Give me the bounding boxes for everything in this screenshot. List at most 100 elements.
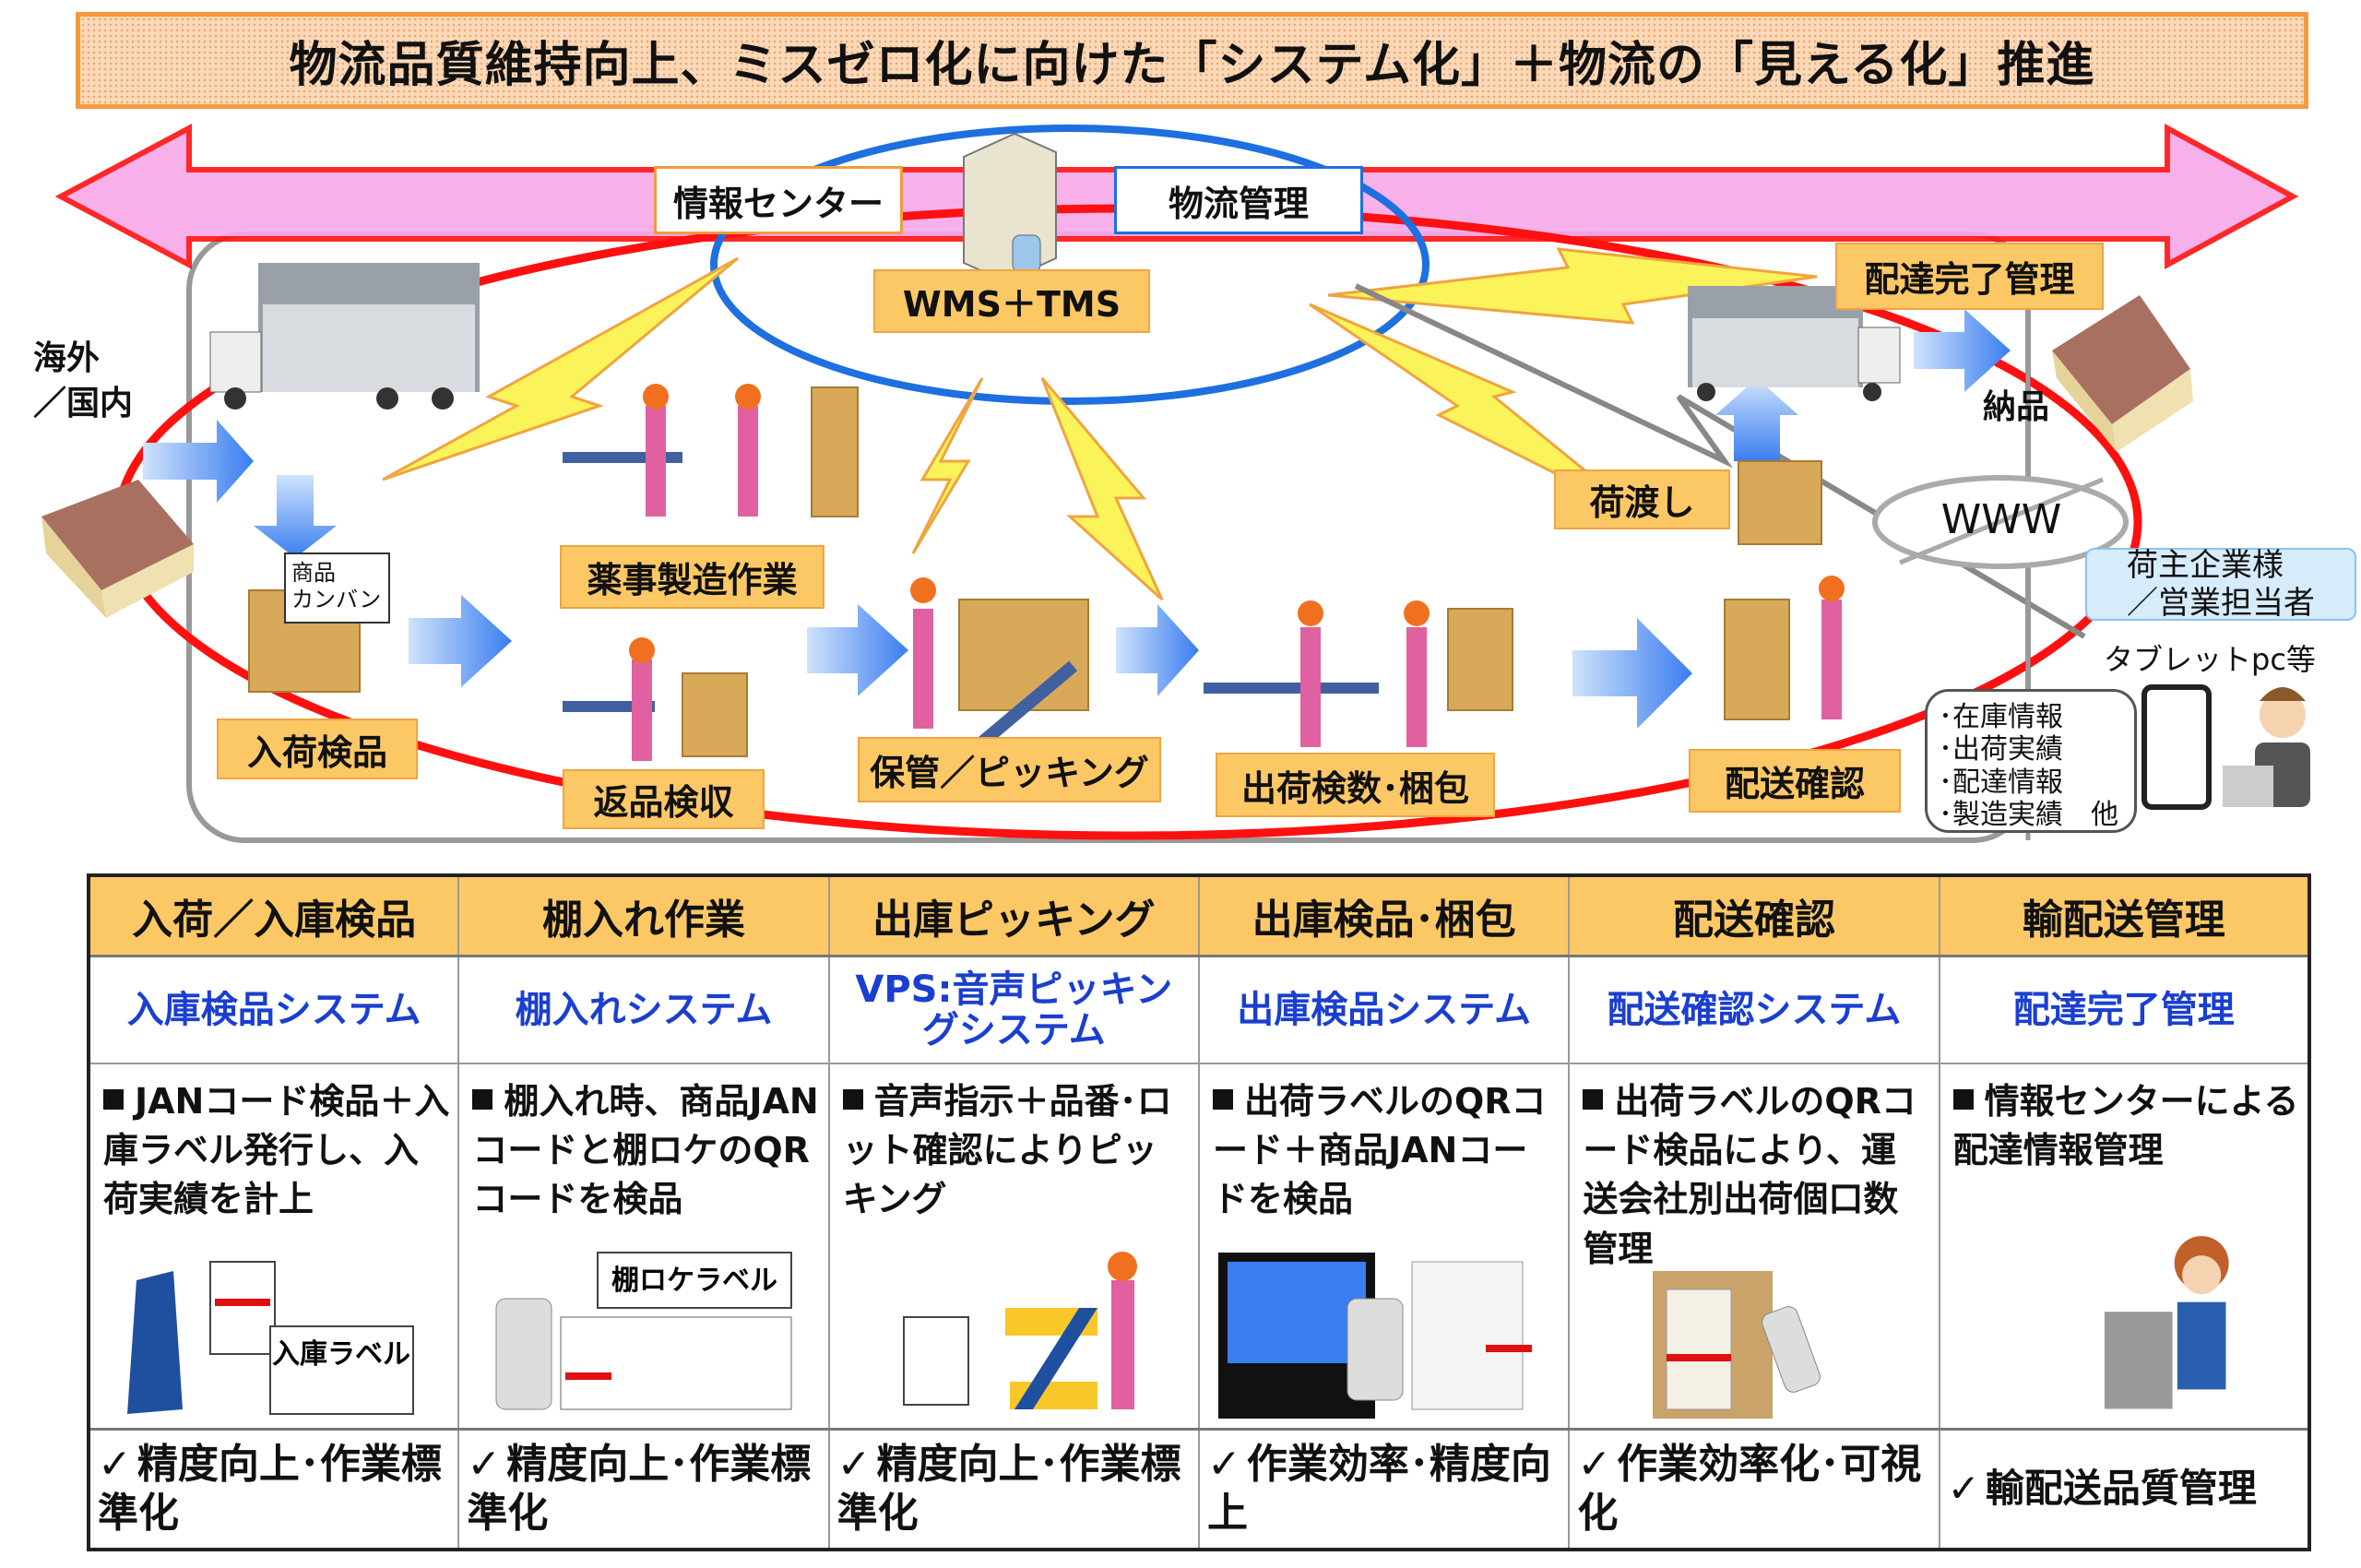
warehouse-building-icon [42, 480, 194, 618]
description-row: JANコード検品＋入庫ラベル発行し、入荷実績を計上 入庫ラベル 棚入れ時、商品J… [87, 1063, 2311, 1431]
handheld-scanner-icon: 入庫ラベル [127, 1261, 414, 1415]
bullet-square-icon [842, 1089, 863, 1110]
person-at-laptop-icon [2223, 687, 2310, 807]
result-text: 輸配送品質管理 [1985, 1466, 2257, 1512]
lightning-icon [911, 377, 984, 554]
arrow-up-icon [1715, 378, 1798, 461]
result-cell: ✓精度向上･作業標準化 [457, 1428, 830, 1550]
delivered-label: 納品 [1983, 388, 2050, 426]
system-name: 出庫検品システム [1197, 955, 1571, 1064]
step-pharma-manufacturing: 薬事製造作業 [560, 545, 825, 609]
column-header: 棚入れ作業 [457, 874, 830, 957]
bullet-square-icon [103, 1089, 124, 1110]
pc-scanner-icon [1217, 1253, 1532, 1419]
arrow-right-icon [807, 604, 908, 696]
step-inbound-inspection: 入荷検品 [217, 719, 418, 779]
shelf-label-text: 棚ロケラベル [611, 1265, 777, 1297]
logistics-management-label: 物流管理 [1114, 166, 1363, 234]
bullet-square-icon [1212, 1089, 1233, 1110]
checkmark-icon: ✓ [836, 1440, 872, 1488]
handover-label: 荷渡し [1554, 469, 1730, 529]
server-icon [963, 132, 1057, 283]
system-table: 入荷／入庫検品 棚入れ作業 出庫ピッキング 出庫検品･梱包 配送確認 輸配送管理… [87, 873, 2311, 1551]
www-label: WWW [1940, 496, 2062, 543]
step-shipping-packing: 出荷検数･梱包 [1216, 753, 1495, 817]
delivery-complete-label: 配達完了管理 [1835, 243, 2104, 310]
table-header-row: 入荷／入庫検品 棚入れ作業 出庫ピッキング 出庫検品･梱包 配送確認 輸配送管理 [87, 874, 2311, 957]
arrow-right-icon [409, 595, 512, 687]
tablet-icon [2142, 684, 2212, 810]
description-text: 棚入れ時、商品JANコードと棚ロケのQRコードを検品 [472, 1081, 819, 1220]
voice-picking-icon [902, 1252, 1137, 1409]
system-name: 配送確認システム [1568, 955, 1940, 1064]
step-storage-picking: 保管／ピッキング [858, 737, 1161, 802]
description-text: 出荷ラベルのQRコード検品により、運送会社別出荷個口数管理 [1583, 1081, 1916, 1269]
arrow-right-icon [1572, 618, 1692, 729]
system-name: VPS:音声ピッキングシステム [827, 955, 1200, 1064]
result-cell: ✓作業効率･精度向上 [1197, 1428, 1571, 1550]
arrow-right-icon [1116, 604, 1199, 696]
result-cell: ✓作業効率化･可視化 [1568, 1428, 1940, 1550]
bullet-square-icon [1583, 1089, 1604, 1110]
shipper-sales-label: 荷主企業様 ／営業担当者 [2085, 547, 2356, 622]
system-name: 棚入れシステム [457, 955, 830, 1064]
result-text: 精度向上･作業標準化 [836, 1440, 1181, 1537]
system-name: 入庫検品システム [87, 955, 460, 1064]
origin-label: 海外 ／国内 [33, 339, 134, 422]
info-list-item: ･在庫情報 [1939, 701, 2063, 733]
system-name: 配達完了管理 [1938, 955, 2311, 1064]
description-cell: 出荷ラベルのQRコード＋商品JANコードを検品 [1197, 1063, 1571, 1431]
column-header: 出庫検品･梱包 [1197, 874, 1571, 957]
lightning-icon [382, 256, 739, 481]
column-header: 出庫ピッキング [827, 874, 1200, 957]
arrow-down-icon [254, 475, 337, 558]
info-list-item: ･製造実績 他 [1939, 799, 2118, 832]
info-center-label: 情報センター [654, 166, 903, 234]
truck-icon [209, 263, 480, 410]
result-text: 精度向上･作業標準化 [98, 1440, 442, 1537]
delivery-truck-icon [1688, 286, 1901, 401]
inbound-label-text: 入庫ラベル [272, 1338, 410, 1371]
description-cell: 棚入れ時、商品JANコードと棚ロケのQRコードを検品 棚ロケラベル [457, 1063, 830, 1431]
step-delivery-check: 配送確認 [1689, 749, 1901, 813]
description-cell: 出荷ラベルのQRコード検品により、運送会社別出荷個口数管理 [1568, 1063, 1940, 1431]
description-cell: 音声指示＋品番･ロット確認によりピッキング [827, 1063, 1200, 1431]
blue-system-ellipse [710, 125, 1430, 405]
result-text: 精度向上･作業標準化 [467, 1440, 812, 1537]
column-header: 配送確認 [1568, 874, 1940, 957]
lightning-icon [1327, 247, 1818, 325]
result-row: ✓精度向上･作業標準化 ✓精度向上･作業標準化 ✓精度向上･作業標準化 ✓作業効… [87, 1428, 2311, 1550]
description-text: 情報センターによる配達情報管理 [1952, 1081, 2299, 1171]
lightning-icon [1040, 377, 1164, 601]
step-returns-inspection: 返品検収 [563, 769, 765, 829]
info-list-item: ･配達情報 [1939, 766, 2063, 799]
arrow-right-icon [143, 420, 254, 503]
cargo-boxes-icon [248, 386, 1822, 757]
description-text: 音声指示＋品番･ロット確認によりピッキング [842, 1081, 1172, 1220]
checkmark-icon: ✓ [98, 1440, 132, 1488]
result-text: 作業効率化･可視化 [1577, 1440, 1922, 1537]
result-text: 作業効率･精度向上 [1206, 1440, 1551, 1537]
bullet-square-icon [472, 1089, 493, 1110]
system-name-row: 入庫検品システム 棚入れシステム VPS:音声ピッキングシステム 出庫検品システ… [87, 955, 2311, 1064]
product-kanban-label: 商品 カンバン [284, 552, 390, 624]
description-cell: JANコード検品＋入庫ラベル発行し、入荷実績を計上 入庫ラベル [87, 1063, 460, 1431]
wms-tms-label: WMS＋TMS [873, 269, 1150, 333]
destination-building-icon [2052, 295, 2193, 452]
checkmark-icon: ✓ [1206, 1440, 1241, 1488]
bullet-square-icon [1952, 1089, 1974, 1110]
arrow-right-icon [1914, 309, 2011, 392]
flow-arrows [143, 309, 2011, 729]
column-header: 輸配送管理 [1938, 874, 2311, 957]
info-list-bubble: ･在庫情報 ･出荷実績 ･配達情報 ･製造実績 他 [1925, 689, 2137, 833]
column-header: 入荷／入庫検品 [87, 874, 460, 957]
operator-headset-icon [2104, 1236, 2229, 1409]
worker-icon [563, 384, 1845, 761]
qr-label-scanner-icon [1653, 1271, 1821, 1419]
description-cell: 情報センターによる配達情報管理 [1938, 1063, 2311, 1431]
shelf-label-scanner-icon: 棚ロケラベル [495, 1252, 793, 1410]
description-text: JANコード検品＋入庫ラベル発行し、入荷実績を計上 [103, 1081, 450, 1220]
checkmark-icon: ✓ [467, 1440, 502, 1488]
